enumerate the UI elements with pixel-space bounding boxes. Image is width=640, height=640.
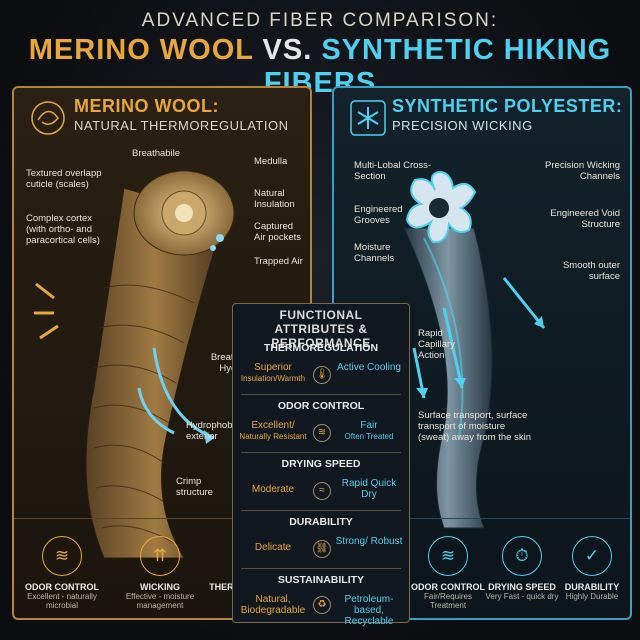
synthetic-drying-title: DRYING SPEED	[488, 582, 556, 592]
synthetic-odor-item: ≋ ODOR CONTROL Fair/Requires Treatment	[410, 536, 486, 610]
chain-link-icon: ⛓	[313, 540, 331, 558]
title-line1: ADVANCED FIBER COMPARISON:	[141, 10, 499, 31]
title-vs: VS.	[253, 34, 322, 66]
divider	[241, 452, 401, 453]
synthetic-odor-desc: Fair/Requires Treatment	[423, 592, 472, 610]
synthetic-fiber-illustration	[403, 170, 546, 529]
divider	[241, 568, 401, 569]
stopwatch-icon: ⏱	[502, 536, 542, 576]
synthetic-divider	[334, 518, 630, 519]
wind-icon: ≈	[313, 482, 331, 500]
drying-synthetic-value: Rapid Quick Dry	[341, 478, 397, 500]
title-line2: MERINO WOOL VS. SYNTHETIC HIKING FIBERS	[0, 34, 640, 100]
snowflake-icon	[350, 100, 386, 136]
durability-synthetic-value: Strong/ Robust	[335, 536, 403, 547]
merino-subheading: NATURAL THERMOREGULATION	[74, 118, 289, 133]
odor-wave-icon: ≋	[42, 536, 82, 576]
label-smooth: Smooth outer surface	[562, 260, 620, 282]
label-air-pockets: Captured Air pockets	[254, 221, 301, 243]
wicking-arrows-icon: ⇈	[140, 536, 180, 576]
recycle-icon: ♻	[313, 596, 331, 614]
label-void: Engineered Void Structure	[550, 208, 620, 230]
merino-wicking-item: ⇈ WICKING Effective - moisture managemen…	[110, 536, 210, 610]
synthetic-durability-desc: Highly Durable	[565, 592, 619, 601]
swirl-icon	[31, 101, 65, 135]
attributes-title: FUNCTIONAL ATTRIBUTES & PERFORMANCE	[271, 308, 371, 350]
section-durability: DURABILITY	[289, 516, 353, 528]
merino-wicking-title: WICKING	[140, 582, 180, 592]
thermo-merino-sub: Insulation/Warmth	[240, 374, 306, 383]
label-hydrophobic: Hydrophobic exterior	[186, 420, 240, 442]
thermo-merino-value: Superior	[254, 362, 292, 373]
odor-merino-value: Excellent/	[251, 420, 295, 431]
shield-check-icon: ✓	[572, 536, 612, 576]
row-drying-speed: Moderate ≈ Rapid Quick Dry	[233, 476, 409, 506]
row-sustainability: Natural, Biodegradable ♻ Petroleum-based…	[233, 592, 409, 627]
merino-fiber-illustration	[34, 170, 235, 559]
label-capillary: Rapid Capillary Action	[418, 328, 455, 361]
sustainability-merino-value: Natural, Biodegradable	[240, 594, 306, 616]
section-thermoregulation: THERMOREGULATION	[263, 342, 379, 354]
synthetic-heading: SYNTHETIC POLYESTER:	[392, 96, 623, 116]
merino-odor-item: ≋ ODOR CONTROL Excellent - naturally mic…	[12, 536, 112, 610]
section-sustainability: SUSTAINABILITY	[277, 574, 365, 586]
label-insulation: Natural Insulation	[254, 188, 295, 210]
label-precision: Precision Wicking Channels	[545, 160, 620, 182]
section-odor-control: ODOR CONTROL	[277, 400, 365, 412]
synthetic-durability-item: ✓ DURABILITY Highly Durable	[554, 536, 630, 601]
label-moisture: Moisture Channels	[354, 242, 395, 264]
odor-wave-icon: ≋	[313, 424, 331, 442]
divider	[241, 394, 401, 395]
synthetic-odor-title: ODOR CONTROL	[411, 582, 485, 592]
label-crimp: Crimp structure	[176, 476, 213, 498]
merino-wicking-desc: Effective - moisture management	[125, 592, 195, 610]
merino-odor-desc: Excellent - naturally microbial	[27, 592, 97, 610]
synthetic-drying-item: ⏱ DRYING SPEED Very Fast - quick dry	[484, 536, 560, 601]
synthetic-durability-title: DURABILITY	[564, 582, 620, 592]
divider	[241, 510, 401, 511]
label-cuticle: Textured overlapp cuticle (scales)	[26, 168, 102, 190]
merino-divider	[14, 518, 310, 519]
label-grooves: Engineered Grooves	[354, 204, 403, 226]
odor-synthetic-value: Fair	[360, 420, 378, 431]
label-medulla: Medulla	[254, 156, 288, 167]
odor-merino-sub: Naturally Resistant	[239, 432, 307, 441]
label-transport: Surface transport, surface transport of …	[418, 410, 531, 443]
durability-merino-value: Delicate	[254, 542, 292, 553]
title-merino: MERINO WOOL	[28, 34, 254, 66]
row-durability: Delicate ⛓ Strong/ Robust	[233, 534, 409, 564]
thermo-synthetic-value: Active Cooling	[337, 362, 401, 373]
merino-odor-title: ODOR CONTROL	[25, 582, 99, 592]
section-drying-speed: DRYING SPEED	[281, 458, 361, 470]
drying-merino-value: Moderate	[251, 484, 295, 495]
label-trapped-air: Trapped Air	[254, 256, 303, 267]
label-cortex: Complex cortex (with ortho- and paracort…	[26, 213, 100, 246]
thermometer-icon: 🌡	[313, 366, 331, 384]
label-breathable: Breathabile	[132, 148, 181, 159]
sustainability-synthetic-value: Petroleum-based, Recyclable	[344, 594, 394, 627]
odor-synthetic-sub: Often Treated	[344, 432, 394, 441]
synthetic-subheading: PRECISION WICKING	[392, 118, 533, 133]
merino-heading: MERINO WOOL:	[74, 96, 219, 116]
label-multilobal: Multi-Lobal Cross-Section	[354, 160, 432, 182]
odor-wave-icon: ≋	[428, 536, 468, 576]
synthetic-drying-desc: Very Fast - quick dry	[485, 592, 559, 601]
attributes-panel: FUNCTIONAL ATTRIBUTES & PERFORMANCE THER…	[232, 303, 410, 627]
